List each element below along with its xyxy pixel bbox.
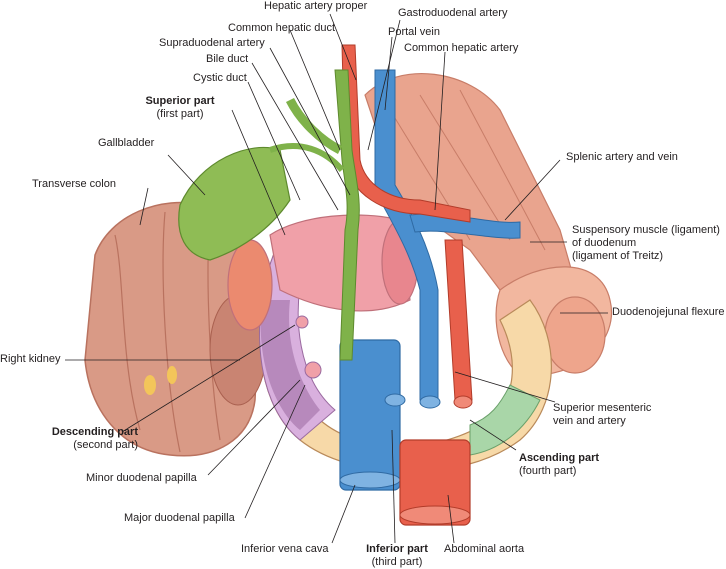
label-inferior-vena-cava: Inferior vena cava [241,543,329,555]
label-gastroduodenal-artery: Gastroduodenal artery [398,7,508,19]
label-suspensory-muscle: Suspensory muscle (ligament) of duodenum… [572,224,720,262]
label-supraduodenal-artery: Supraduodenal artery [159,37,265,49]
label-abdominal-aorta: Abdominal aorta [444,543,525,555]
label-common-hepatic-artery: Common hepatic artery [404,42,519,54]
duodenum-cut-end [227,239,273,331]
gallbladder-shape [178,146,291,261]
label-duodenojejunal-flexure: Duodenojejunal flexure [612,306,725,318]
label-inferior-part: Inferior part (third part) [366,543,428,568]
ivc-shape [339,339,401,491]
aorta-shape [399,439,471,526]
label-transverse-colon: Transverse colon [32,178,116,190]
label-bile-duct: Bile duct [206,53,249,65]
label-superior-part: Superior part (first part) [145,95,215,120]
bile-duct-shape [334,69,360,361]
leader-lines [65,13,608,544]
label-common-hepatic-duct: Common hepatic duct [228,22,335,34]
label-gallbladder: Gallbladder [98,137,155,149]
jejunum-opening [544,296,606,374]
transverse-colon-shape [84,201,261,457]
superior-part-shape [269,214,411,312]
label-right-kidney: Right kidney [0,353,61,365]
label-minor-duodenal-papilla: Minor duodenal papilla [86,472,197,484]
label-descending-part: Descending part (second part) [51,426,138,451]
label-superior-mesenteric: Superior mesenteric vein and artery [553,402,652,427]
label-ascending-part: Ascending part (fourth part) [519,452,600,477]
label-cystic-duct: Cystic duct [193,72,247,84]
label-hepatic-artery-proper: Hepatic artery proper [264,0,368,12]
label-portal-vein: Portal vein [388,26,440,38]
label-major-duodenal-papilla: Major duodenal papilla [124,512,235,524]
label-splenic-artery-vein: Splenic artery and vein [566,151,678,163]
